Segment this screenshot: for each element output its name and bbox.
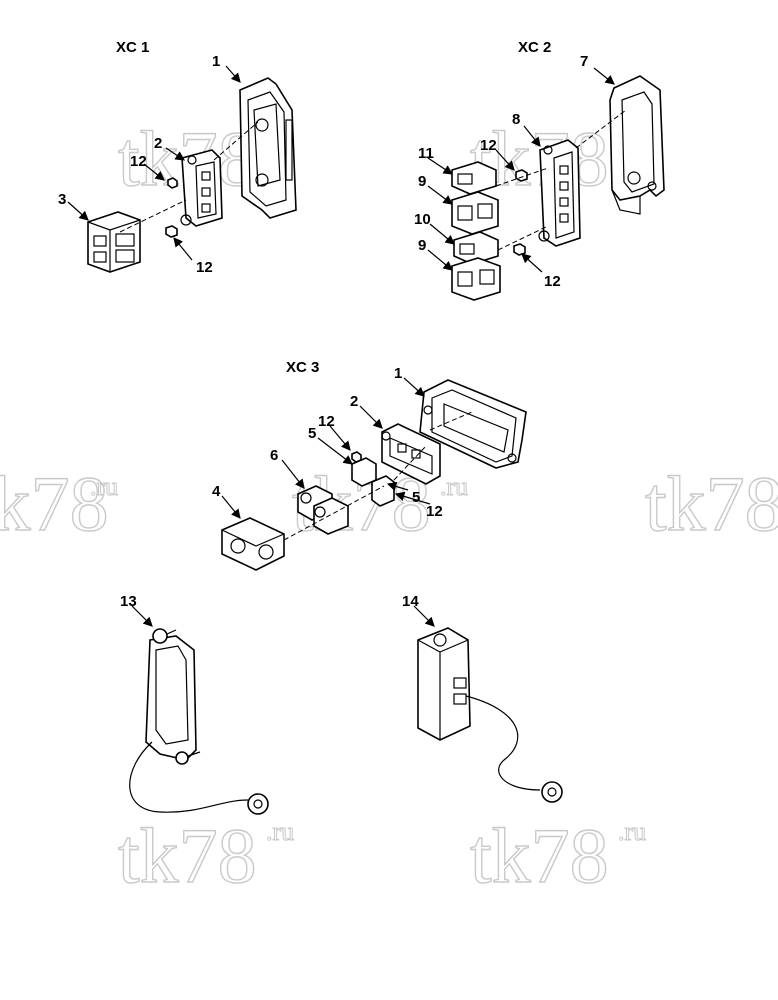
callout-label: 1 [394,365,402,382]
callout-label: 7 [580,53,588,70]
callout-label: 2 [154,135,162,152]
callout-label: 9 [418,237,426,254]
assembly-title-xc3: XC 3 [286,359,319,376]
contact-module-part [451,257,501,301]
cover-with-ground-wire-14: 14 [402,593,563,803]
watermark-text: tk78 [645,460,778,547]
contact-block-part [221,517,285,571]
watermark-suffix: .ru [90,472,118,501]
watermark-text: tk78 [470,115,609,202]
callout-label: 12 [480,137,497,154]
callout-label: 11 [418,145,434,162]
nut-part [515,169,528,182]
assembly-xc1: XC 1 [58,39,297,276]
callout-label: 9 [418,173,426,190]
insert-part [538,139,581,247]
assembly-xc3: XC 3 [212,359,527,571]
callout-label: 5 [412,489,420,506]
watermark-text: tk78 [118,812,257,899]
nut-part [167,177,178,189]
callout-label: 5 [308,425,316,442]
contact-module-part [453,231,499,265]
watermark-suffix: .ru [440,472,468,501]
watermark-text: tk78 [470,812,609,899]
callout-label: 12 [130,153,147,170]
nut-part [165,225,178,238]
insert-part [381,423,441,485]
contact-module-part [451,191,499,235]
nut-part [513,243,526,256]
cover-with-ground-wire-13: 13 [120,593,269,815]
housing-part [239,77,297,219]
assembly-xc2: XC 2 [414,39,665,301]
nut-part [351,451,362,463]
callout-label: 12 [196,259,213,276]
watermark-text: tk78 [0,460,109,547]
callout-label: 8 [512,111,520,128]
callout-label: 14 [402,593,419,610]
callout-label: 2 [350,393,358,410]
insert-part [180,149,223,227]
callout-label: 3 [58,191,66,208]
callout-label: 12 [544,273,561,290]
callout-label: 1 [212,53,220,70]
callout-label: 10 [414,211,431,228]
watermark-suffix: .ru [618,817,646,846]
assembly-title-xc1: XC 1 [116,39,149,56]
hood-part [609,75,665,215]
callout-label: 12 [426,503,443,520]
callout-label: 13 [120,593,137,610]
watermark-group: tk78 .ru tk78 .ru tk78 .ru tk78 .ru tk78… [0,114,778,899]
housing-part [419,379,527,469]
callout-label: 6 [270,447,278,464]
contact-block-part [87,211,141,273]
callout-label: 12 [318,413,335,430]
assembly-title-xc2: XC 2 [518,39,551,56]
callout-label: 4 [212,483,221,500]
watermark-suffix: .ru [266,817,294,846]
